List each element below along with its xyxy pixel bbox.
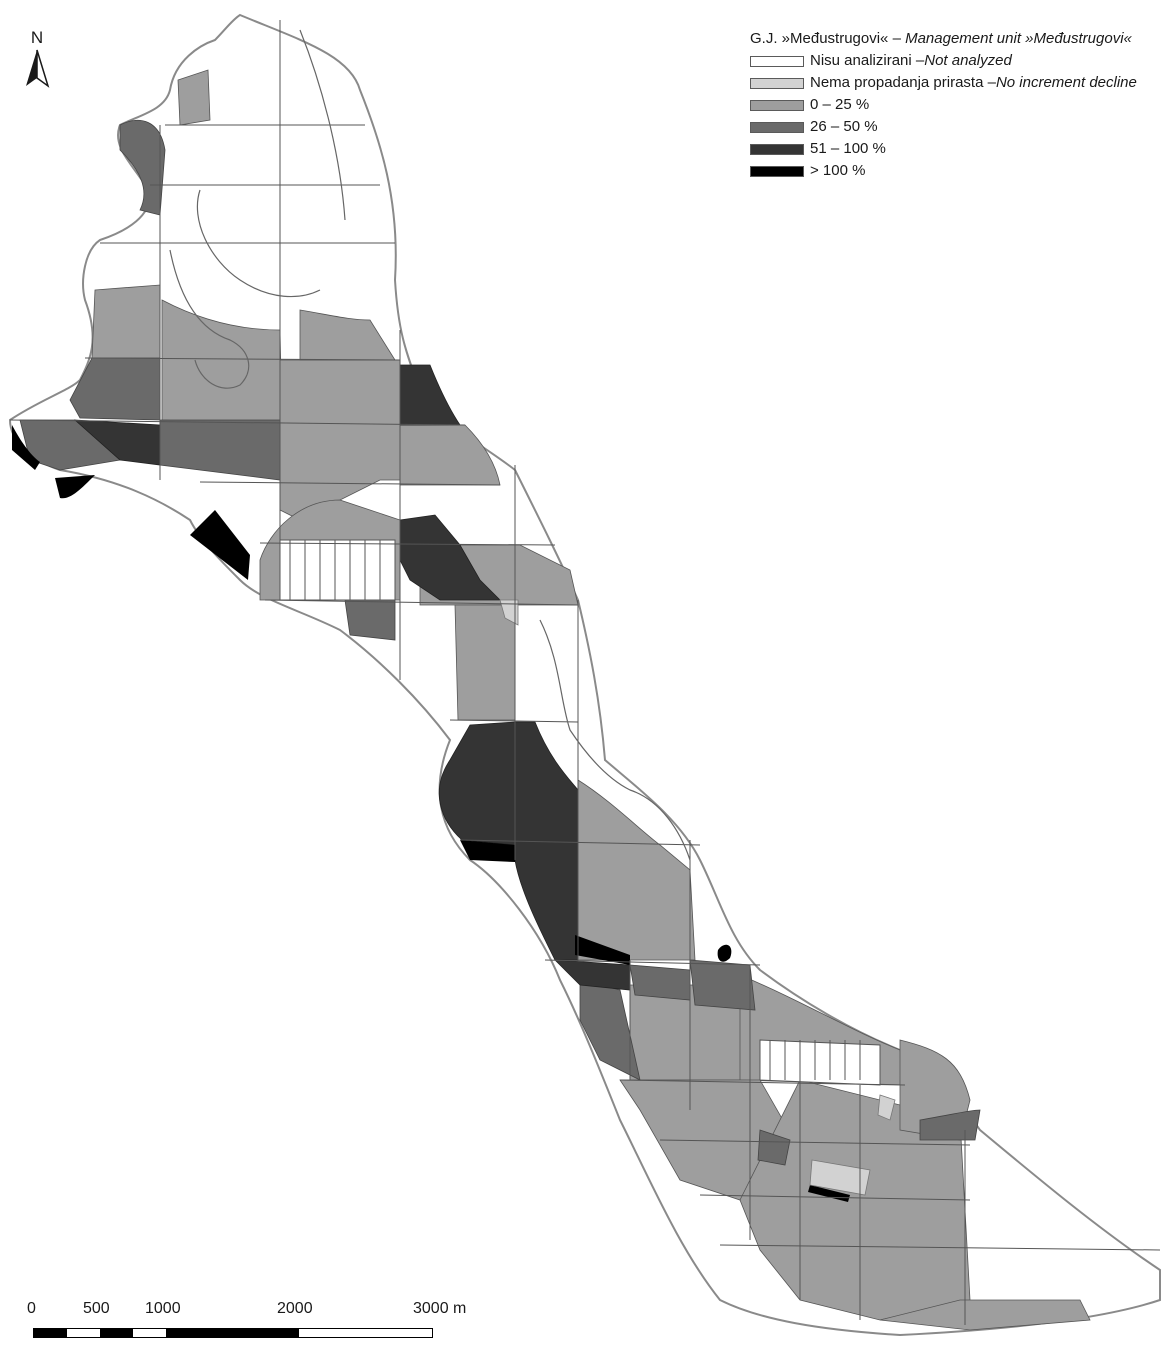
legend-swatch [750, 55, 804, 67]
legend-item-26-50: 26 – 50 % [750, 116, 1137, 138]
scale-label-0: 0 [27, 1300, 36, 1317]
unit-boundary [8, 13, 1161, 1337]
scale-label-2000: 2000 [277, 1300, 313, 1317]
north-label: N [30, 28, 44, 47]
legend-item-0-25: 0 – 25 % [750, 94, 1137, 116]
scale-label-3000: 3000 m [413, 1300, 467, 1317]
legend-swatch [750, 143, 804, 155]
legend-swatch [750, 99, 804, 111]
legend-item-no-decline: Nema propadanja prirasta – No increment … [750, 72, 1137, 94]
scale-bar: 0 500 1000 2000 3000 m [25, 1300, 505, 1340]
class-51-100-parcels [73, 364, 631, 991]
hatched-areas [279, 539, 881, 1086]
no-decline-parcels [499, 599, 896, 1196]
scale-label-500: 500 [83, 1300, 110, 1317]
class-over-100-parcels [12, 425, 850, 1202]
legend-item-not-analyzed: Nisu analizirani – Not analyzed [750, 50, 1137, 72]
north-arrow: N [22, 28, 52, 93]
river-channels [169, 29, 691, 861]
legend-swatch [750, 121, 804, 133]
map-legend: G.J. »Međustrugovi« – Management unit »M… [750, 28, 1137, 182]
scale-bar-graphic [33, 1328, 433, 1338]
legend-swatch [750, 165, 804, 177]
legend-item-51-100: 51 – 100 % [750, 138, 1137, 160]
legend-swatch [750, 77, 804, 89]
scale-label-1000: 1000 [145, 1300, 181, 1317]
class-26-50-parcels [19, 119, 981, 1166]
legend-item-over-100: > 100 % [750, 160, 1137, 182]
legend-title: G.J. »Međustrugovi« – Management unit »M… [750, 30, 1132, 47]
north-arrow-icon [26, 49, 50, 88]
compartment-grid [9, 20, 1161, 1325]
